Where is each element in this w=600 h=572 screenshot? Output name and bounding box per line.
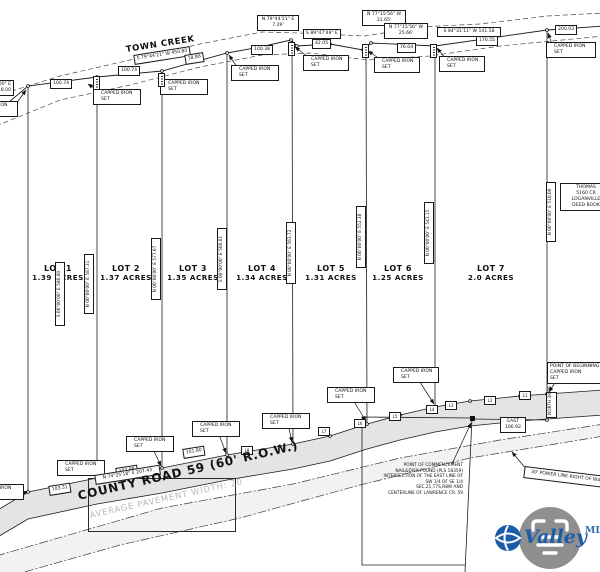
- dim-west-line: S 00°00'00" E 588.00: [55, 262, 65, 326]
- line-ref-tag: L7: [318, 427, 330, 436]
- dim-east-line: N 00°00'00" E 510.00: [546, 182, 556, 242]
- label-distance-10038: 100.38: [251, 45, 274, 55]
- logo-valley-text: Valley: [524, 526, 587, 548]
- label-distance-4205: 42.05: [312, 39, 332, 49]
- line-ref-tag: L3: [445, 401, 457, 410]
- photo-watermark: [519, 507, 581, 569]
- label-distance-7604: 76.04: [397, 43, 417, 53]
- line-ref-tag: L4: [426, 405, 438, 414]
- label-distance-20003: 200.03: [555, 25, 578, 35]
- valleymls-logo: Valley MLS.com: [494, 524, 600, 552]
- nail-disk-marker: [470, 416, 475, 421]
- dim-lot1-lot2: N 00°00'00" E 587.31: [84, 254, 94, 314]
- tick-box: [288, 42, 295, 56]
- line-ref-tag: L5: [389, 412, 401, 421]
- dim-north-3806: NORTH 38.06: [546, 386, 557, 418]
- line-ref-tag: L6: [354, 419, 366, 428]
- road-annotation-box: [88, 478, 236, 532]
- road-pavement-band: [0, 390, 600, 572]
- dim-lot6-lot7: N 00°00'00" E 543.15: [424, 202, 434, 264]
- tick-box: [158, 73, 165, 87]
- label-bearing-4205: S 89°47'49" E: [303, 29, 341, 39]
- road-centerlines: [0, 424, 600, 572]
- label-bearing-topleft: S 90°00'00" E118.00: [0, 80, 14, 96]
- creek-lines: [0, 12, 600, 125]
- no-photo-icon: [531, 519, 569, 555]
- label-distance-10074b: 100.74: [118, 66, 141, 76]
- valleymls-globe-icon: [494, 525, 522, 551]
- line-ref-tag: L8: [241, 446, 253, 455]
- label-distance-10074a: 100.74: [50, 79, 73, 89]
- tick-box: [93, 76, 100, 90]
- logo-mls-text: MLS.com: [584, 525, 600, 536]
- line-ref-tag: L2: [484, 396, 496, 405]
- dim-lot3-lot4: S 00°00'00" E 568.01: [217, 228, 227, 290]
- dim-lot4-lot5: N 00°00'00" E 563.72: [286, 222, 296, 284]
- tick-box: [430, 44, 437, 58]
- line-ref-tag: L1: [519, 391, 531, 400]
- tick-box: [362, 44, 369, 58]
- label-distance-17655: 176.55: [476, 36, 499, 46]
- dim-lot2-lot3: N 00°00'00" E 577.67: [151, 238, 161, 300]
- dim-lot5-lot6: N 00°00'00" E 552.38: [356, 206, 366, 268]
- label-bearing-14158: S 84°31'11" W 141.58: [437, 27, 501, 37]
